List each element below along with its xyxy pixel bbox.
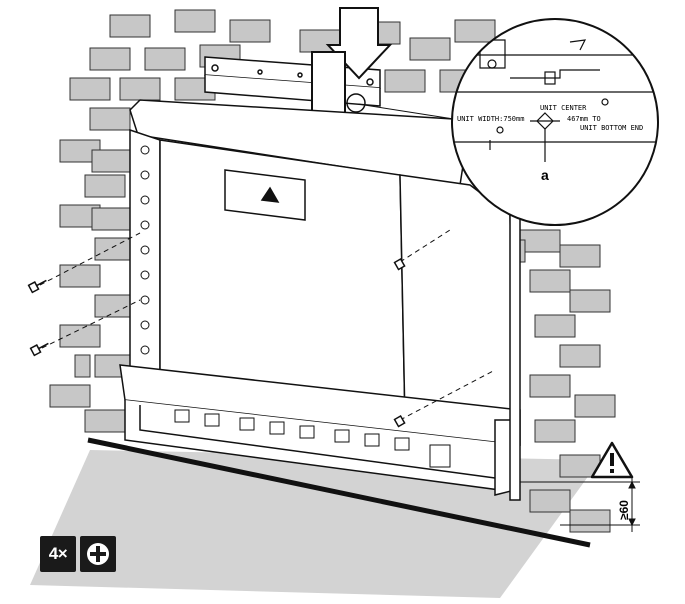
callout-target	[346, 93, 366, 113]
drain-pan-details	[174, 409, 451, 468]
clearance-value: ≥60	[617, 500, 631, 520]
callout-distance-text: 467mm TO	[567, 115, 601, 123]
indoor-unit	[119, 99, 521, 501]
screw-count-badge: 4×	[40, 536, 76, 572]
clearance-dimension	[520, 475, 640, 532]
unit-center-marker	[530, 112, 560, 162]
phillips-screwdriver-icon	[80, 536, 116, 572]
marker-label: a	[541, 167, 549, 183]
callout-leader	[357, 103, 461, 121]
magnified-callout: UNIT CENTER UNIT WIDTH:750mm 467mm TO UN…	[451, 18, 659, 226]
screw-lines	[39, 229, 496, 421]
screw-icon	[27, 258, 406, 428]
floor-line	[87, 437, 591, 548]
down-arrow-icon	[311, 7, 393, 121]
callout-heading: UNIT CENTER	[540, 104, 587, 112]
callout-width-text: UNIT WIDTH:750mm	[457, 115, 524, 123]
screw-count-text: 4×	[48, 544, 68, 563]
coil-fins	[140, 145, 150, 355]
callout-bottom-text: UNIT BOTTOM END	[580, 124, 643, 132]
floor	[30, 450, 600, 598]
warning-triangle-icon	[590, 441, 634, 479]
